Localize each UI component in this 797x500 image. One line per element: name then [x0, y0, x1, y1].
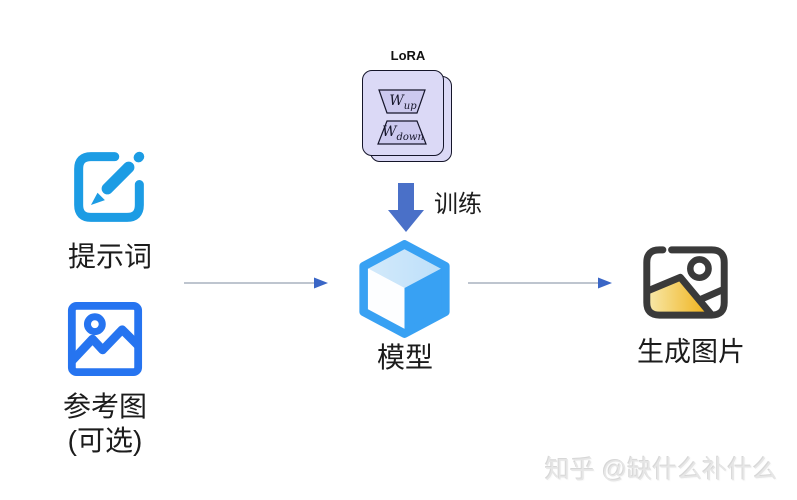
prompt-label: 提示词	[67, 241, 152, 272]
generated-picture-icon	[643, 246, 728, 319]
watermark: 知乎 @缺什么补什么	[545, 456, 778, 484]
reference-label: 参考图	[62, 391, 147, 422]
edit-icon	[74, 151, 145, 222]
output-label: 生成图片	[637, 337, 745, 367]
train-label: 训练	[434, 191, 482, 218]
model-label: 模型	[376, 342, 433, 373]
reference-optional-label: (可选)	[67, 425, 143, 456]
lora-title: LoRA	[390, 48, 426, 63]
model-cube-icon	[359, 240, 450, 338]
arrow-model-to-output	[468, 277, 612, 289]
reference-image-icon	[67, 301, 143, 377]
lora-module: LoRA Wup Wdown	[356, 48, 464, 174]
train-down-arrow	[388, 183, 424, 232]
lora-trapezoids	[377, 89, 427, 145]
lora-w-up-label: Wup	[389, 93, 417, 112]
lora-w-down-label: Wdown	[382, 124, 424, 143]
arrow-inputs-to-model	[184, 277, 328, 289]
